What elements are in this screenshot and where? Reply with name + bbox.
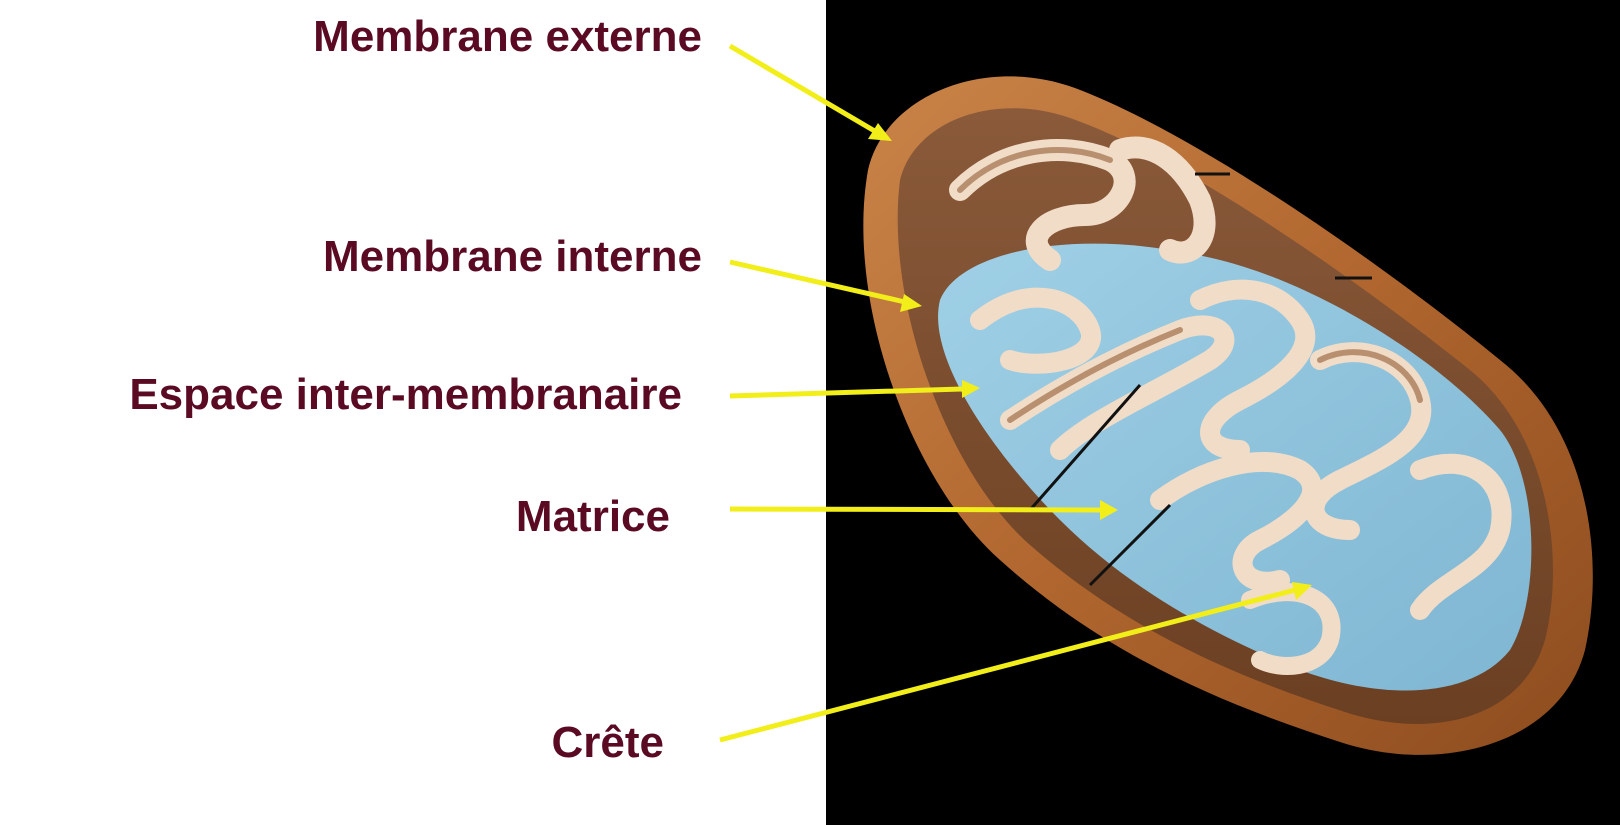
label-matrix: Matrice [516,492,670,542]
label-inner-membrane: Membrane interne [323,232,702,282]
label-outer-membrane: Membrane externe [313,12,702,62]
label-intermembrane-space: Espace inter-membranaire [129,370,682,420]
label-crista: Crête [552,718,665,768]
